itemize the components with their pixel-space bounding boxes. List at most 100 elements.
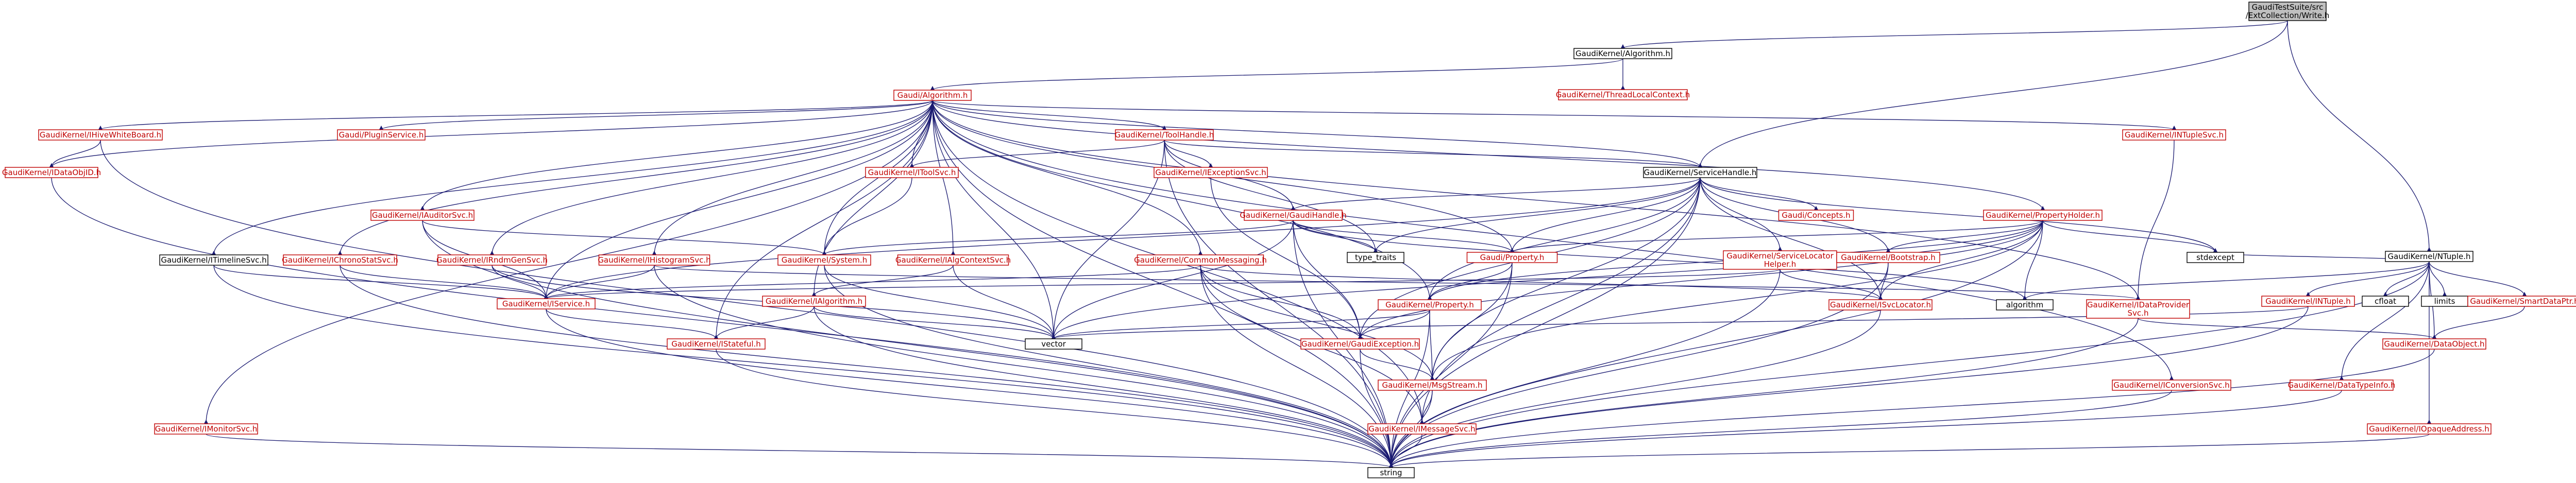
node-label: GaudiKernel/IHistogramSvc.h	[598, 255, 710, 265]
node-istateful[interactable]: GaudiKernel/IStateful.h	[667, 338, 766, 350]
node-iconversionsvc[interactable]: GaudiKernel/IConversionSvc.h	[2112, 380, 2231, 391]
node-ialgorithm[interactable]: GaudiKernel/IAlgorithm.h	[762, 296, 866, 307]
edge-ialgorithm_base-to-inamedwhiteboard	[98, 100, 933, 131]
edge-ntuple-to-datatypeinfo	[2339, 261, 2430, 381]
node-ichronostatsvc[interactable]: GaudiKernel/IChronoStatSvc.h	[282, 254, 398, 266]
node-idataobj[interactable]: GaudiKernel/IDataObjID.h	[2, 167, 101, 178]
node-box	[5, 167, 98, 178]
node-label: GaudiKernel/IDataObjID.h	[2, 168, 101, 177]
node-gaudiexception[interactable]: GaudiKernel/GaudiException.h	[1300, 338, 1420, 350]
node-label: GaudiKernel/IToolSvc.h	[868, 168, 956, 177]
edge-intuple-to-vector	[1051, 306, 2309, 340]
node-type-traits: type_traits	[1347, 252, 1404, 263]
node-ntuple: GaudiKernel/NTuple.h	[2385, 251, 2473, 262]
node-box	[1244, 210, 1343, 221]
edge-propertyholder-to-isvclocator	[1878, 220, 2043, 300]
edge-property_gaudi-to-msgstream	[1430, 262, 1513, 381]
node-kernel-property[interactable]: GaudiKernel/Property.h	[1378, 299, 1482, 310]
node-ialgcontextsvc[interactable]: GaudiKernel/IAlgContextSvc.h	[895, 254, 1011, 266]
node-label: GaudiKernel/IChronoStatSvc.h	[282, 255, 398, 265]
edge-idataobj-to-string	[51, 177, 1394, 468]
node-box	[1983, 210, 2103, 221]
node-msgstream[interactable]: GaudiKernel/MsgStream.h	[1378, 380, 1487, 391]
node-box	[1137, 254, 1264, 266]
edge-root-to-algorithm_h	[1620, 20, 2288, 49]
edge-gaudiexception-to-msgstream	[1360, 349, 1435, 381]
node-toolhandle[interactable]: GaudiKernel/ToolHandle.h	[1115, 129, 1214, 141]
edge-ialgorithm_base-to-idataprovidersvc	[932, 100, 2141, 300]
edge-ialgorithm_base-to-imonitorsvc_gen	[489, 100, 933, 255]
edge-ialgorithm_base-to-ihistogramsvc	[652, 100, 933, 255]
node-dataobject[interactable]: GaudiKernel/DataObject.h	[2382, 338, 2486, 350]
node-concepts[interactable]: Gaudi/Concepts.h	[1778, 210, 1854, 221]
edge-idataprovidersvc-to-dataobject	[2138, 318, 2437, 340]
node-bootstrap[interactable]: GaudiKernel/Bootstrap.h	[1836, 252, 1940, 263]
edge-commonmessaging-to-msgstream	[1200, 265, 1435, 381]
node-box	[893, 90, 972, 101]
node-box	[2290, 380, 2394, 391]
edge-iopaqueaddress-to-string	[1388, 434, 2430, 469]
node-box	[497, 298, 596, 309]
node-label: GaudiKernel/NTuple.h	[2388, 252, 2471, 261]
node-label: GaudiKernel/ThreadLocalContext.h	[1556, 90, 1690, 99]
edge-ntuple-to-intuple	[2306, 261, 2430, 297]
edge-datatypeinfo-to-string	[1388, 390, 2342, 469]
node-servicehandle: GaudiKernel/ServiceHandle.h	[1643, 167, 1757, 178]
node-isystem[interactable]: GaudiKernel/System.h	[777, 254, 871, 266]
edges-layer	[49, 20, 2527, 469]
node-iauditorsvc[interactable]: GaudiKernel/IAuditorSvc.h	[370, 210, 474, 221]
edge-propertyholder-to-string	[1388, 220, 2043, 468]
node-imessagesvc[interactable]: GaudiKernel/IMessageSvc.h	[1367, 423, 1477, 435]
node-imonitorsvc-gen[interactable]: GaudiKernel/IRndmGenSvc.h	[436, 254, 548, 266]
node-label: GaudiKernel/SmartDataPtr.h	[2470, 297, 2576, 306]
node-gaudihandle[interactable]: GaudiKernel/GaudiHandle.h	[1240, 210, 1347, 221]
edge-servicelocatorhelper-to-isvclocator	[1780, 269, 1883, 300]
edge-root-to-ntuple	[2287, 20, 2432, 252]
node-iopaqueaddress[interactable]: GaudiKernel/IOpaqueAddress.h	[2367, 423, 2492, 435]
node-threadlocalcontext[interactable]: GaudiKernel/ThreadLocalContext.h	[1556, 89, 1690, 100]
edge-commonmessaging-to-gaudiexception	[1200, 265, 1363, 339]
node-label: GaudiKernel/DataTypeInfo.h	[2288, 381, 2396, 390]
edge-ialgcontextsvc-to-ialgorithm	[811, 265, 954, 297]
node-ialgorithm-base[interactable]: Gaudi/Algorithm.h	[893, 90, 972, 101]
node-itoolsvc[interactable]: GaudiKernel/IToolSvc.h	[865, 167, 959, 178]
node-intupleSvc[interactable]: GaudiKernel/INTupleSvc.h	[2122, 129, 2226, 141]
edge-bootstrap-to-string	[1388, 262, 1889, 468]
node-label: GaudiKernel/INTuple.h	[2265, 297, 2350, 306]
node-iservice[interactable]: GaudiKernel/IService.h	[497, 298, 596, 309]
node-label: algorithm	[2006, 300, 2043, 309]
node-label: type_traits	[1355, 253, 1396, 263]
node-label: GaudiKernel/ITimelineSvc.h	[161, 255, 266, 265]
edge-propertyholder-to-vector	[1051, 220, 2043, 339]
edge-gaudihandle-to-type_traits	[1293, 220, 1378, 253]
node-datatypeinfo[interactable]: GaudiKernel/DataTypeInfo.h	[2288, 380, 2396, 391]
node-box	[154, 423, 258, 435]
node-imonitorsvc[interactable]: GaudiKernel/IMonitorSvc.h	[154, 423, 258, 435]
node-property-gaudi[interactable]: Gaudi/Property.h	[1466, 252, 1558, 263]
edge-ialgorithm_base-to-intupleSvc	[932, 100, 2177, 131]
node-smartdataptr[interactable]: GaudiKernel/SmartDataPtr.h	[2467, 296, 2576, 307]
node-intuple[interactable]: GaudiKernel/INTuple.h	[2261, 296, 2355, 307]
node-isvclocator[interactable]: GaudiKernel/ISvcLocator.h	[1828, 299, 1933, 310]
node-box	[1347, 252, 1404, 263]
node-box	[1996, 299, 2054, 310]
node-label: GaudiKernel/IService.h	[502, 299, 590, 308]
node-label: GaudiKernel/ToolHandle.h	[1115, 130, 1214, 140]
edge-propertyholder-to-stdexcept	[2042, 220, 2218, 253]
node-box	[598, 254, 710, 266]
node-box	[1836, 252, 1940, 263]
node-propertyholder[interactable]: GaudiKernel/PropertyHolder.h	[1983, 210, 2103, 221]
edge-istateful-to-string	[716, 349, 1394, 468]
node-commonmessaging[interactable]: GaudiKernel/CommonMessaging.h	[1134, 254, 1267, 266]
node-root: GaudiTestSuite/src/ExtCollection/Write.h	[2246, 2, 2329, 21]
node-inamedwhiteboard[interactable]: GaudiKernel/IHiveWhiteBoard.h	[38, 129, 163, 141]
node-pluginservice[interactable]: Gaudi/PluginService.h	[337, 129, 426, 141]
edge-ialgorithm_base-to-iservice	[544, 100, 933, 299]
edge-idataprovidersvc-to-string	[1388, 318, 2139, 468]
node-ihistogramsvc[interactable]: GaudiKernel/IHistogramSvc.h	[598, 254, 711, 266]
node-iexceptionsvc[interactable]: GaudiKernel/IExceptionSvc.h	[1154, 167, 1268, 178]
edge-ialgorithm_base-to-ialgorithm	[811, 100, 933, 297]
